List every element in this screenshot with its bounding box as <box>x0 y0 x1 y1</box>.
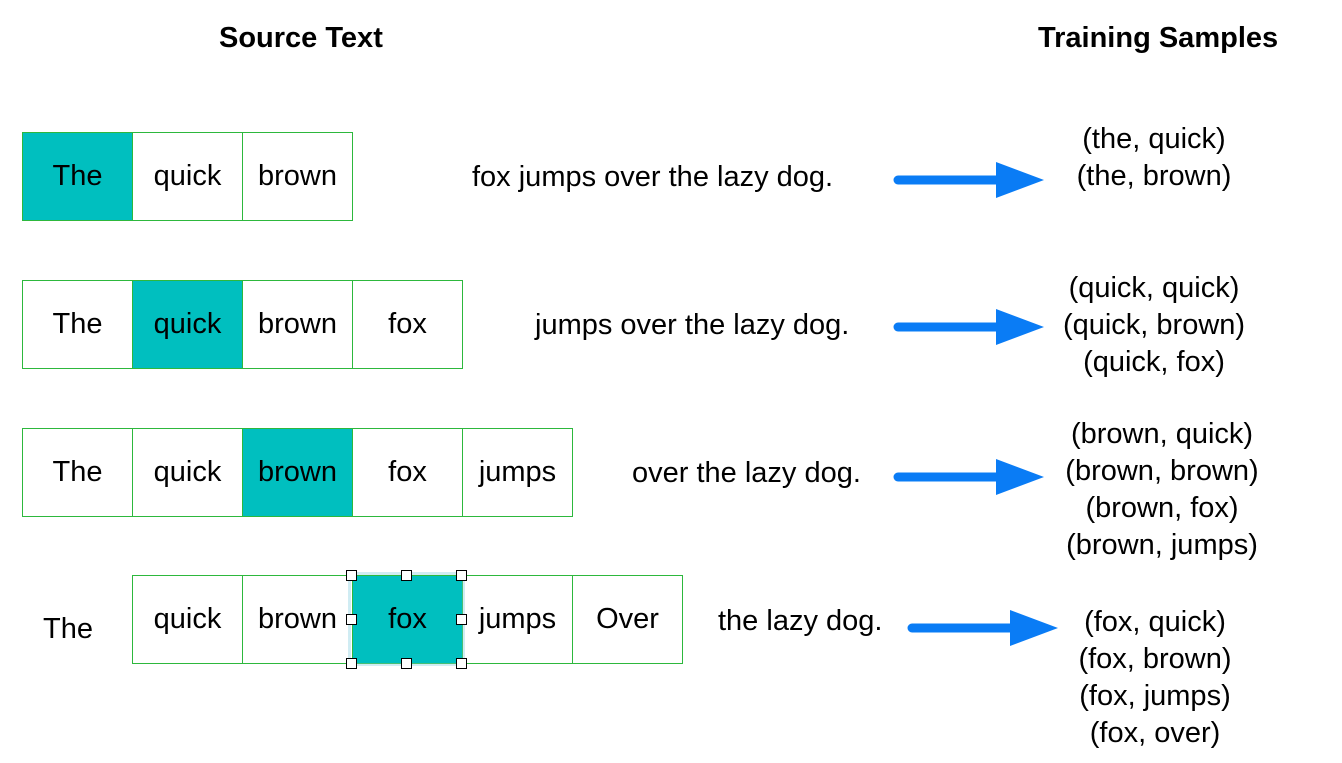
token-label: quick <box>153 160 222 192</box>
token-cell[interactable]: The <box>22 280 133 369</box>
remaining-text: over the lazy dog. <box>632 457 861 489</box>
token-label: quick <box>153 456 222 488</box>
token-cell[interactable]: fox <box>352 428 463 517</box>
sample-pair: (the, quick) <box>1082 123 1226 155</box>
selection-highlight <box>348 572 465 666</box>
token-label: brown <box>258 456 337 488</box>
token-cell[interactable]: quick <box>132 280 243 369</box>
token-cell[interactable]: brown <box>242 575 353 664</box>
sample-pair: (quick, quick) <box>1068 272 1240 304</box>
right-arrow-icon <box>893 459 1044 495</box>
token-label: jumps <box>478 603 557 635</box>
token-label: quick <box>153 308 222 340</box>
token-label: fox <box>388 603 427 635</box>
right-arrow-icon <box>893 162 1044 198</box>
token-cell[interactable]: jumps <box>462 575 573 664</box>
token-cell[interactable]: jumps <box>462 428 573 517</box>
resize-handle[interactable] <box>456 614 467 625</box>
remaining-text: fox jumps over the lazy dog. <box>472 161 834 193</box>
resize-handle[interactable] <box>346 658 357 669</box>
training-samples-heading: Training Samples <box>1038 22 1279 54</box>
training-samples-list: (the, quick) (the, brown) <box>1054 121 1254 195</box>
token-cell[interactable]: The <box>22 428 133 517</box>
training-samples-list: (brown, quick) (brown, brown) (brown, fo… <box>1046 416 1278 564</box>
right-arrow-icon <box>893 309 1044 345</box>
sample-pair: (fox, quick) <box>1084 606 1226 638</box>
token-label: The <box>52 456 103 488</box>
resize-handle[interactable] <box>456 570 467 581</box>
resize-handle[interactable] <box>401 570 412 581</box>
sample-pair: (fox, over) <box>1089 717 1221 749</box>
token-label: The <box>52 308 103 340</box>
sample-pair: (brown, fox) <box>1085 492 1239 524</box>
token-cell[interactable]: fox <box>352 280 463 369</box>
sample-pair: (brown, brown) <box>1065 455 1259 487</box>
outside-word: The <box>43 613 93 645</box>
sample-pair: (the, brown) <box>1076 160 1232 192</box>
token-cell[interactable]: brown <box>242 132 353 221</box>
sample-pair: (fox, jumps) <box>1079 680 1231 712</box>
sample-pair: (brown, jumps) <box>1066 529 1258 561</box>
token-cell[interactable]: brown <box>242 428 353 517</box>
sample-pair: (quick, brown) <box>1062 309 1246 341</box>
token-label: The <box>52 160 103 192</box>
token-cell[interactable]: quick <box>132 428 243 517</box>
sample-pair: (brown, quick) <box>1070 418 1254 450</box>
window-row-3: The quick brown fox jumps <box>22 428 574 517</box>
remaining-text: the lazy dog. <box>718 605 883 637</box>
right-arrow-icon <box>907 610 1058 646</box>
window-row-1: The quick brown <box>22 132 354 221</box>
sample-pair: (quick, fox) <box>1083 346 1225 378</box>
training-samples-list: (quick, quick) (quick, brown) (quick, fo… <box>1046 270 1262 381</box>
token-cell[interactable]: quick <box>132 575 243 664</box>
resize-handle[interactable] <box>346 570 357 581</box>
source-text-heading: Source Text <box>219 22 383 54</box>
window-row-2: The quick brown fox <box>22 280 464 369</box>
token-label: Over <box>596 603 659 635</box>
token-label: fox <box>388 308 427 340</box>
token-cell[interactable]: The <box>22 132 133 221</box>
token-cell[interactable]: brown <box>242 280 353 369</box>
token-label: brown <box>258 603 337 635</box>
resize-handle[interactable] <box>346 614 357 625</box>
token-cell[interactable]: Over <box>572 575 683 664</box>
token-label: fox <box>388 456 427 488</box>
resize-handle[interactable] <box>401 658 412 669</box>
remaining-text: jumps over the lazy dog. <box>535 309 850 341</box>
token-label: brown <box>258 160 337 192</box>
resize-handle[interactable] <box>456 658 467 669</box>
token-label: brown <box>258 308 337 340</box>
sample-pair: (fox, brown) <box>1078 643 1232 675</box>
window-row-4: quick brown fox jumps Over <box>132 575 684 664</box>
training-samples-list: (fox, quick) (fox, brown) (fox, jumps) (… <box>1055 604 1255 752</box>
token-label: quick <box>153 603 222 635</box>
token-cell[interactable]: quick <box>132 132 243 221</box>
token-label: jumps <box>478 456 557 488</box>
